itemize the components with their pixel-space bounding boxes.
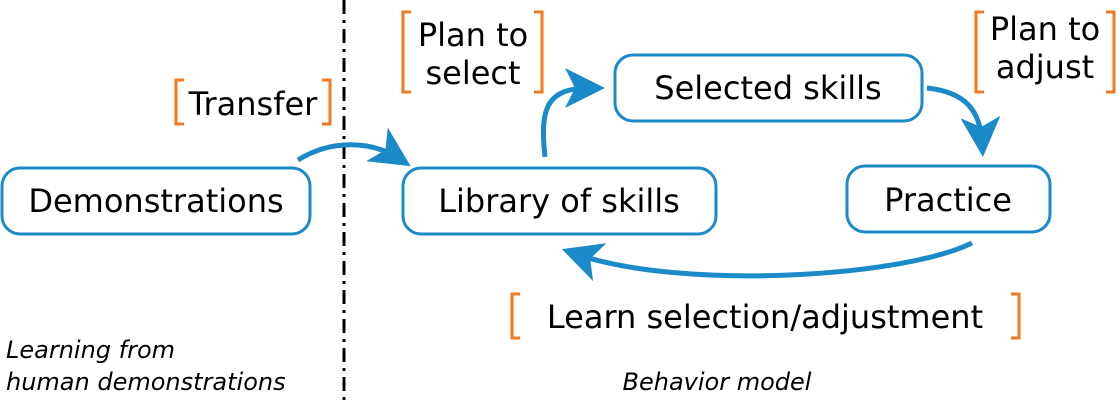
- annotation-plan-to-select-line1: Plan to: [418, 16, 528, 54]
- annotation-learn-selection-adjustment: Learn selection/adjustment: [510, 292, 1021, 340]
- node-selected-skills: Selected skills: [613, 53, 924, 123]
- node-demonstrations-label: Demonstrations: [28, 182, 283, 220]
- arrow-selected-to-practice: [926, 85, 1001, 157]
- annotation-learn-label: Learn selection/adjustment: [547, 298, 983, 336]
- annotation-transfer-label: Transfer: [188, 85, 319, 123]
- annotation-plan-to-select-line2: select: [425, 54, 520, 92]
- node-demonstrations: Demonstrations: [0, 166, 312, 236]
- annotation-plan-to-adjust-line2: adjust: [996, 48, 1094, 86]
- caption-left-line2: human demonstrations: [6, 368, 286, 396]
- node-selected-label: Selected skills: [654, 69, 881, 107]
- arrow-practice-to-library: [561, 240, 974, 282]
- caption-right: Behavior model: [623, 368, 812, 396]
- node-library-label: Library of skills: [438, 182, 680, 220]
- arrow-demonstrations-to-library: [296, 127, 411, 167]
- annotation-transfer: Transfer: [174, 78, 332, 126]
- node-practice-label: Practice: [884, 181, 1012, 219]
- annotation-plan-to-adjust: Plan to adjust: [974, 10, 1116, 94]
- node-practice: Practice: [845, 164, 1052, 234]
- node-library-of-skills: Library of skills: [401, 166, 718, 236]
- annotation-plan-to-adjust-line1: Plan to: [990, 10, 1100, 48]
- annotation-plan-to-select: Plan to select: [401, 10, 544, 94]
- caption-left-line1: Learning from: [6, 336, 175, 364]
- arrow-library-to-selected: [540, 68, 605, 158]
